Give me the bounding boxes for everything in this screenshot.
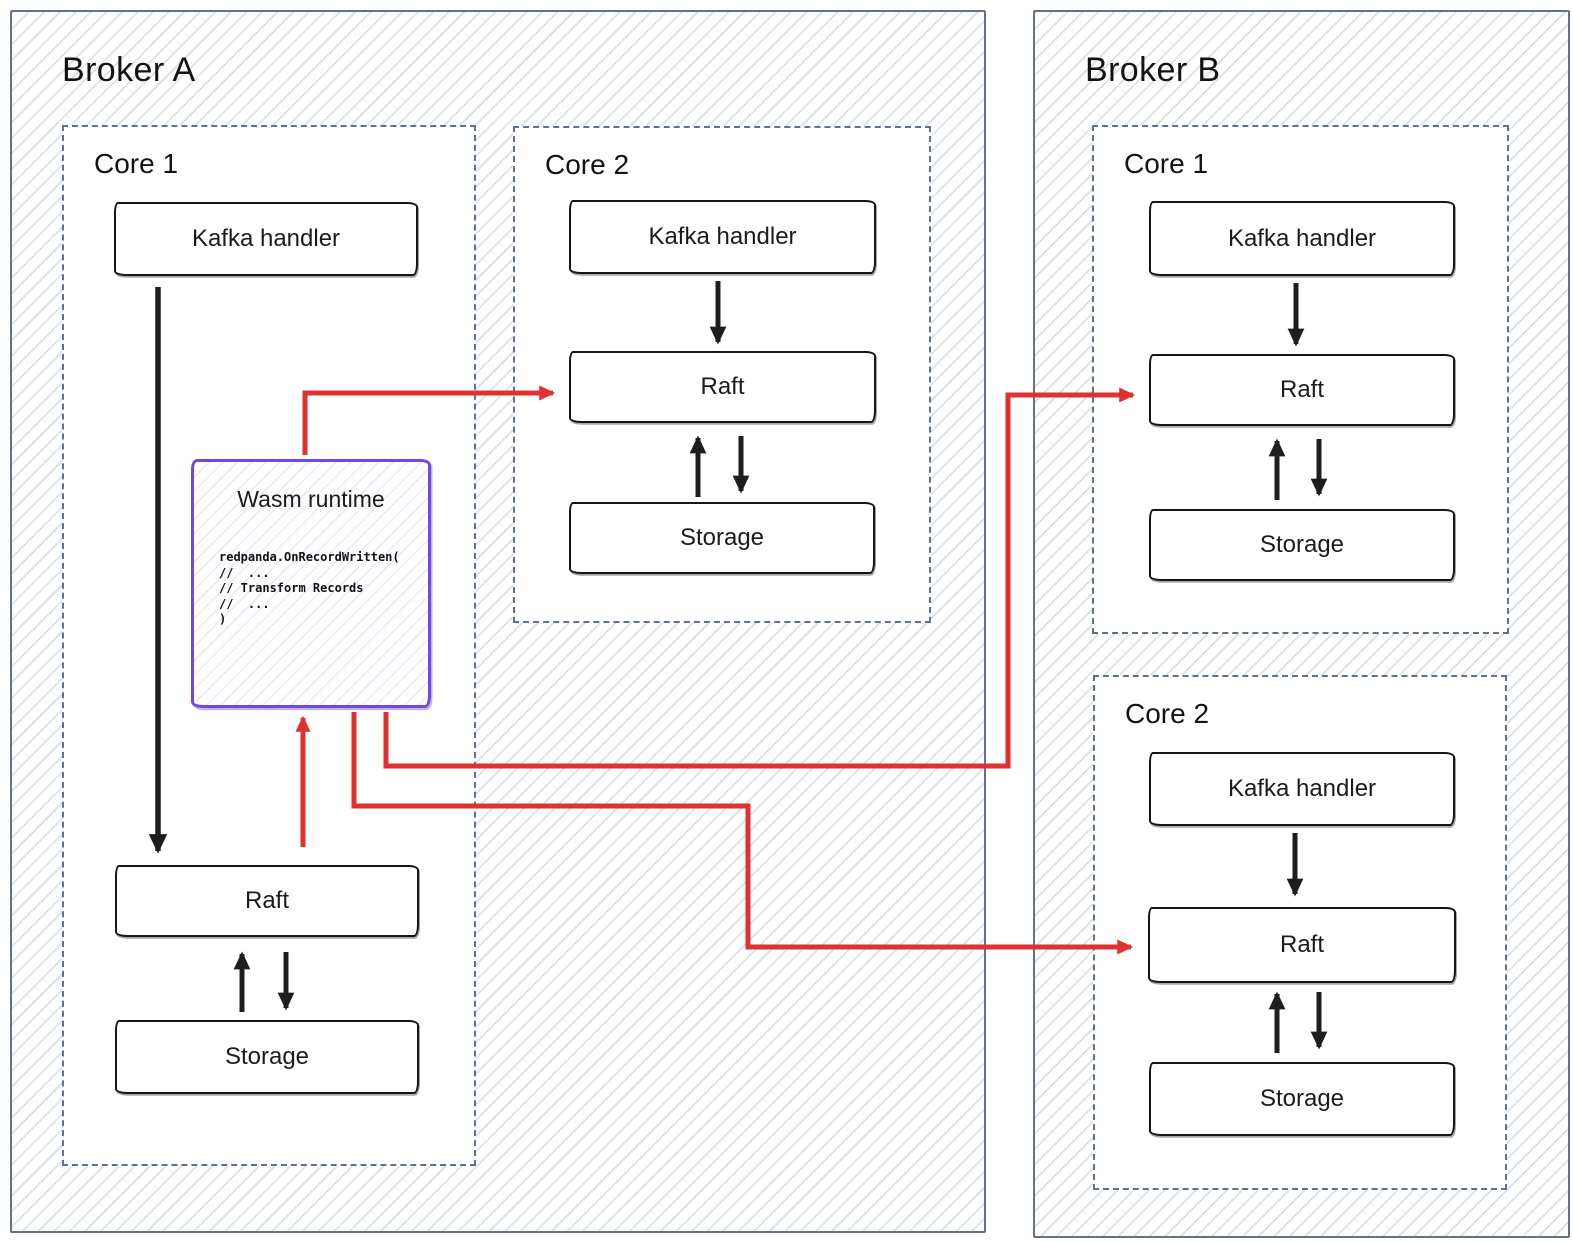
broker-a-core1-storage-label: Storage (224, 1043, 310, 1070)
broker-b-core1-kafka-handler-label: Kafka handler (1227, 224, 1377, 252)
broker-a-core1-kafka-handler-label: Kafka handler (191, 225, 341, 252)
broker-a-core1-raft-box: Raft (115, 865, 419, 937)
broker-b-title: Broker B (1085, 51, 1221, 89)
broker-b-core1: Core 1 Kafka handler Raft Storage (1092, 125, 1509, 634)
wasm-code-line: // Transform Records (219, 581, 364, 595)
broker-b-core2: Core 2 Kafka handler Raft Storage (1093, 675, 1507, 1190)
broker-b-core1-title: Core 1 (1124, 148, 1209, 179)
broker-b-core2-kafka-handler-box: Kafka handler (1149, 752, 1455, 826)
broker-a-core2: Core 2 Kafka handler Raft Storage (513, 126, 931, 623)
wasm-code-line: ) (219, 612, 227, 626)
broker-a-core2-raft-label: Raft (700, 373, 745, 400)
broker-a-core1-title: Core 1 (94, 148, 179, 179)
broker-b-core1-kafka-handler-box: Kafka handler (1149, 201, 1455, 276)
broker-b-core2-storage-label: Storage (1259, 1085, 1345, 1112)
broker-a-core2-storage-label: Storage (679, 524, 765, 551)
broker-b-core2-kafka-handler-label: Kafka handler (1227, 775, 1377, 802)
wasm-code-line: // ... (219, 565, 270, 580)
broker-a-core1-storage-box: Storage (115, 1020, 419, 1094)
wasm-code-line: // ... (219, 596, 270, 611)
broker-a-core1: Core 1 Kafka handler Wasm runtime redpan… (62, 125, 476, 1166)
broker-b-core1-raft-label: Raft (1279, 376, 1324, 403)
broker-b-core1-raft-box: Raft (1149, 354, 1455, 426)
wasm-code-line: redpanda.OnRecordWritten( (219, 550, 400, 564)
broker-a-core1-wasm-runtime-title: Wasm runtime (237, 486, 385, 512)
broker-a-core2-raft-box: Raft (569, 351, 876, 423)
broker-b-core2-raft-box: Raft (1148, 907, 1456, 983)
broker-a-core2-title: Core 2 (545, 149, 630, 180)
broker-a-core2-kafka-handler-box: Kafka handler (569, 200, 876, 274)
broker-b-core1-storage-box: Storage (1149, 509, 1455, 581)
broker-b-core2-title: Core 2 (1125, 698, 1210, 729)
broker-a-core1-wasm-runtime-box: Wasm runtime redpanda.OnRecordWritten( /… (191, 459, 431, 708)
broker-a-core2-storage-box: Storage (569, 502, 875, 574)
broker-b-core1-storage-label: Storage (1259, 531, 1345, 558)
broker-a-core1-kafka-handler-box: Kafka handler (114, 202, 418, 276)
broker-a-core1-wasm-code: redpanda.OnRecordWritten( // ... // Tran… (219, 550, 400, 628)
broker-b-core2-raft-label: Raft (1279, 931, 1324, 958)
broker-b-core2-storage-box: Storage (1149, 1062, 1455, 1136)
broker-a-core1-raft-label: Raft (244, 887, 289, 914)
broker-a-core2-kafka-handler-label: Kafka handler (648, 223, 797, 250)
broker-a-title: Broker A (62, 51, 196, 89)
